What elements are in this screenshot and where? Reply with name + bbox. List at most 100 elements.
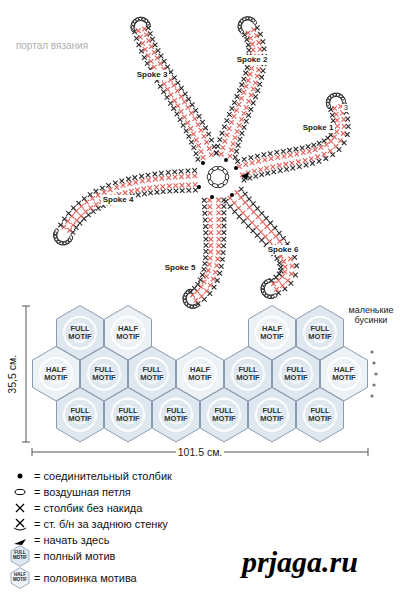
stitch-symbol [236, 143, 241, 148]
stitch-symbol [217, 237, 222, 242]
stitch-symbol [148, 31, 153, 36]
stitch-symbol [216, 250, 221, 255]
motif-hex: FULL MOTIF [248, 387, 296, 442]
stitch-symbol [294, 263, 299, 268]
stitch-symbol [203, 261, 208, 266]
stitch-symbol [204, 237, 209, 242]
stitch-symbol [258, 167, 263, 172]
legend-symbols [11, 474, 29, 589]
stitch-symbol [169, 93, 174, 98]
stitch-symbol [216, 204, 221, 209]
motif-hex: FULL MOTIF [296, 387, 344, 442]
stitch-symbol [216, 243, 221, 248]
stitch-symbol [204, 289, 209, 294]
stitch-symbol [208, 250, 213, 255]
stitch-symbol [217, 271, 222, 276]
stitch-symbol [281, 259, 286, 264]
stitch-symbol [332, 135, 337, 140]
stitch-symbol [237, 214, 242, 219]
stitch-symbol [172, 98, 177, 103]
stitch-symbol [225, 133, 230, 138]
bead-dot [372, 383, 375, 386]
stitch-symbol [114, 185, 119, 190]
slip-stitch-dot [230, 193, 234, 197]
stitch-symbol [202, 198, 207, 203]
stitch-symbol [246, 113, 251, 118]
stitch-symbol [203, 218, 208, 223]
stitch-symbol [235, 159, 240, 164]
stitch-symbol [277, 163, 282, 168]
stitch-symbol [203, 224, 208, 229]
stitch-symbol [200, 120, 205, 125]
callout-label: FULL MOTIF [11, 551, 29, 561]
watermark: портал вязания [16, 40, 88, 52]
stitch-symbol [283, 162, 288, 167]
stitch-symbol [264, 166, 269, 171]
stitch-symbol [189, 111, 194, 116]
stitch-symbol [190, 102, 195, 107]
stitch-symbol [135, 188, 140, 193]
stitch-symbol [149, 59, 154, 64]
stitch-symbol [191, 145, 196, 150]
stitch-symbol [67, 228, 72, 233]
stitch-symbol [211, 277, 216, 282]
stitch-symbol [239, 83, 244, 88]
stitch-symbol [172, 83, 177, 88]
stitch-symbol [179, 109, 184, 114]
stitch-symbol [261, 39, 266, 44]
stitch-symbol [290, 264, 295, 269]
stitch-symbol [179, 94, 184, 99]
dimension-lines [22, 306, 368, 456]
stitch-symbol [76, 201, 81, 206]
stitch-symbol [217, 230, 222, 235]
stitch-symbol [199, 285, 204, 290]
stitch-symbol [242, 157, 247, 162]
stitch-symbol [306, 144, 311, 149]
stitch-symbol [280, 283, 285, 288]
stitch-symbol [222, 125, 227, 130]
stitch-symbol [94, 189, 99, 194]
stitch-symbol [256, 159, 261, 164]
legend-entry: = полный мотив [34, 549, 115, 563]
stitch-symbol [255, 233, 260, 238]
stitch-symbol [206, 132, 211, 137]
stitch-symbol [251, 87, 256, 92]
stitch-symbol [259, 238, 264, 243]
stitch-symbol [173, 183, 178, 188]
stitch-symbol [251, 229, 256, 234]
stitch-symbol [129, 189, 134, 194]
stitch-symbol [201, 155, 206, 160]
stitch-symbol [288, 257, 293, 262]
stitch-symbol [222, 210, 227, 215]
stitch-symbol [294, 147, 299, 152]
stitch-symbol [199, 294, 204, 299]
stitch-symbol [303, 158, 308, 163]
stitch-symbol [245, 65, 250, 70]
stitch-symbol [275, 256, 280, 261]
stitch-symbol [188, 126, 193, 131]
stitch-symbol [58, 223, 63, 228]
stitch-symbol [278, 168, 283, 173]
stitch-symbol [204, 243, 209, 248]
stitch-symbol [168, 101, 173, 106]
stitch-symbol [150, 37, 155, 42]
motif-label: FULL MOTIF [230, 366, 266, 382]
stitch-symbol [296, 160, 301, 165]
stitch-symbol [311, 143, 316, 148]
chain-symbol [146, 22, 151, 29]
stitch-symbol [261, 68, 266, 73]
stitch-symbol [232, 100, 237, 105]
stitch-symbol [223, 139, 228, 144]
stitch-symbol [202, 267, 207, 272]
stitch-symbol [206, 268, 211, 273]
stitch-symbol [297, 164, 302, 169]
motif-label: FULL MOTIF [206, 407, 242, 423]
stitch-symbol [224, 199, 229, 204]
stitch-symbol [89, 206, 94, 211]
slip-stitch-dot [201, 161, 205, 165]
stitch-symbol [143, 47, 148, 52]
stitch-symbol [255, 88, 260, 93]
stitch-symbol [186, 169, 191, 174]
motif-label: HALF MOTIF [326, 366, 362, 382]
